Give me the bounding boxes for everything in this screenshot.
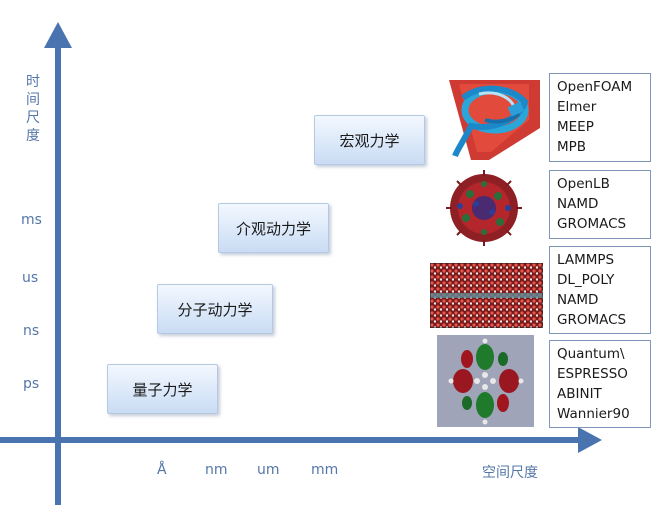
- software-list-macro: OpenFOAM Elmer MEEP MPB: [549, 73, 651, 162]
- software-item: Elmer: [557, 99, 597, 115]
- scale-box-mesoscopic: 介观动力学: [218, 203, 329, 253]
- software-item: MPB: [557, 139, 587, 155]
- software-item: Wannier90: [557, 406, 630, 422]
- orbital-image: [437, 335, 534, 427]
- virus-capsid-image: [446, 170, 522, 246]
- software-list-molecular: LAMMPS DL_POLY NAMD GROMACS: [549, 246, 651, 334]
- y-tick-ms: ms: [21, 212, 42, 228]
- y-axis-label-char: 尺: [26, 110, 40, 126]
- software-item: GROMACS: [557, 216, 627, 232]
- software-list-meso: OpenLB NAMD GROMACS: [549, 170, 651, 239]
- software-item: Quantum\: [557, 346, 625, 362]
- scale-box-molecular: 分子动力学: [157, 284, 273, 334]
- y-tick-us: us: [22, 270, 39, 286]
- y-axis-arrowhead: [44, 22, 72, 48]
- x-axis-label: 空间尺度: [482, 465, 538, 481]
- cfd-flow-image: [449, 80, 540, 160]
- software-item: ESPRESSO: [557, 366, 628, 382]
- software-item: NAMD: [557, 292, 599, 308]
- scale-box-macro: 宏观力学: [314, 115, 425, 165]
- x-axis-arrowhead: [578, 427, 602, 453]
- software-item: DL_POLY: [557, 272, 615, 288]
- software-list-quantum: Quantum\ ESPRESSO ABINIT Wannier90: [549, 340, 651, 428]
- y-tick-ps: ps: [23, 376, 40, 392]
- y-axis-label-char: 时: [26, 74, 40, 90]
- software-item: ABINIT: [557, 386, 602, 402]
- x-tick-mm: mm: [311, 462, 339, 478]
- x-tick-um: um: [257, 462, 280, 478]
- software-item: OpenFOAM: [557, 79, 633, 95]
- software-item: LAMMPS: [557, 252, 615, 268]
- y-axis-label-char: 间: [26, 92, 40, 108]
- y-axis-label-char: 度: [26, 128, 40, 144]
- software-item: NAMD: [557, 196, 599, 212]
- software-item: MEEP: [557, 119, 594, 135]
- x-tick-nm: nm: [205, 462, 228, 478]
- y-tick-ns: ns: [23, 323, 40, 339]
- software-item: GROMACS: [557, 312, 627, 328]
- x-tick-angstrom: Å: [157, 462, 167, 478]
- scale-box-quantum: 量子力学: [107, 364, 218, 414]
- molecular-dynamics-image: [430, 263, 543, 328]
- software-item: OpenLB: [557, 176, 610, 192]
